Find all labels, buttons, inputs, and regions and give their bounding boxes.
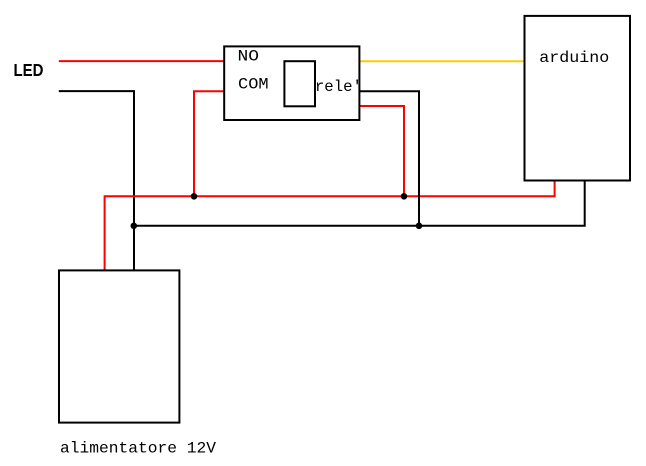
svg-text:rele': rele' bbox=[315, 78, 362, 96]
svg-text:LED: LED bbox=[14, 60, 44, 80]
svg-text:NO: NO bbox=[238, 48, 260, 66]
svg-text:alimentatore 12V: alimentatore 12V bbox=[60, 440, 216, 458]
svg-text:arduino: arduino bbox=[539, 49, 609, 67]
svg-text:COM: COM bbox=[238, 76, 269, 94]
